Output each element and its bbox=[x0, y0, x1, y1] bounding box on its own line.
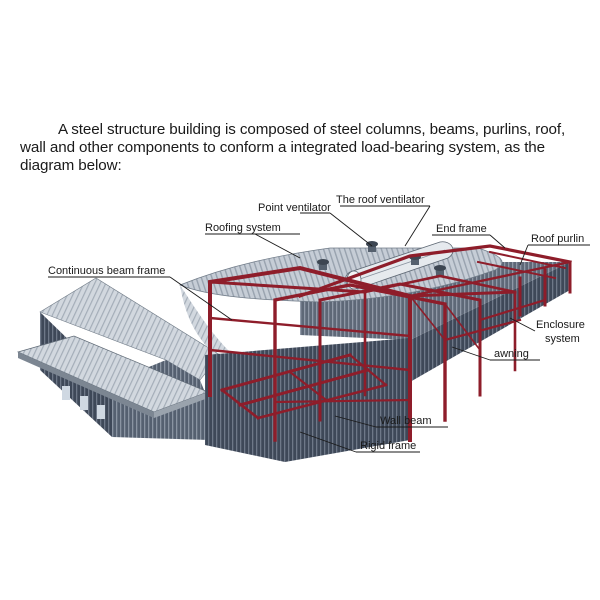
label-wall-beam: Wall beam bbox=[380, 415, 432, 427]
label-enclosure-system-line2: system bbox=[545, 333, 580, 345]
label-roof-ventilator: The roof ventilator bbox=[336, 194, 425, 206]
label-continuous-beam-frame: Continuous beam frame bbox=[48, 265, 165, 277]
label-rigid-frame: Rigid frame bbox=[360, 440, 416, 452]
annex-window-2 bbox=[80, 396, 88, 410]
label-roof-purlin: Roof purlin bbox=[531, 233, 584, 245]
annex-window-1 bbox=[62, 386, 70, 400]
label-awning: awning bbox=[494, 348, 529, 360]
label-end-frame: End frame bbox=[436, 223, 487, 235]
annex-window-3 bbox=[97, 405, 105, 419]
label-enclosure-system-line1: Enclosure bbox=[536, 319, 585, 331]
label-roofing-system: Roofing system bbox=[205, 222, 281, 234]
label-point-ventilator: Point ventilator bbox=[258, 202, 331, 214]
